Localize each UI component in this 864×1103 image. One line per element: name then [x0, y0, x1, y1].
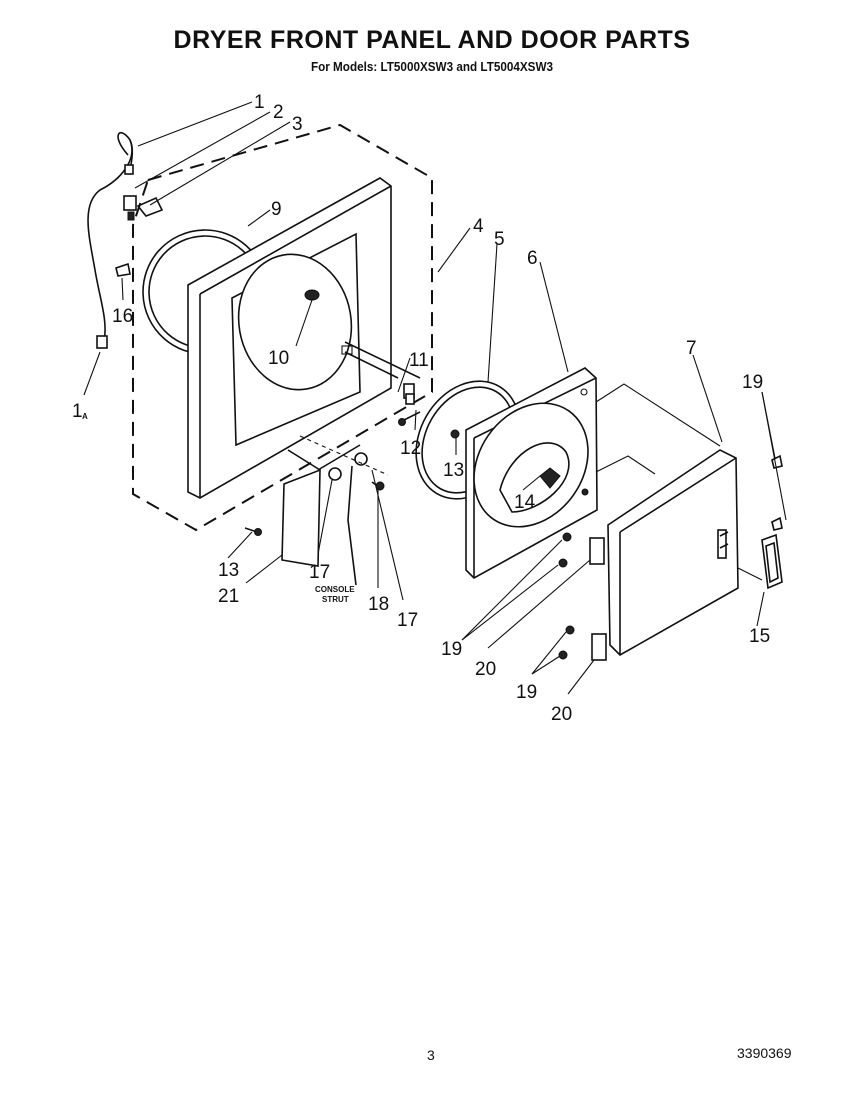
callout-17-right: 17	[397, 610, 418, 631]
callout-20-upper: 20	[475, 659, 496, 680]
callout-15: 15	[749, 626, 770, 647]
callout-18: 18	[368, 594, 389, 615]
leader-lines	[83, 101, 787, 695]
door-hinges	[558, 532, 607, 661]
model-subtitle: For Models: LT5000XSW3 and LT5004XSW3	[310, 59, 554, 74]
wire-clip	[115, 262, 131, 277]
callout-4: 4	[473, 216, 484, 237]
callout-12: 12	[400, 438, 421, 459]
console-label: CONSOLE	[315, 585, 355, 594]
callout-19-upper-hinge: 19	[441, 639, 462, 660]
callout-19-lower-hinge: 19	[516, 682, 537, 703]
callout-20-lower: 20	[551, 704, 572, 725]
callout-19-handle: 19	[742, 372, 763, 393]
callout-9: 9	[271, 199, 282, 220]
callout-2: 2	[273, 102, 284, 123]
callout-14: 14	[514, 492, 536, 513]
callout-labels: 1 2 3 4 5 6 7 9 10 11 12 13 14 15 16 1 A…	[72, 92, 770, 725]
strut-label: STRUT	[322, 595, 349, 604]
callout-7: 7	[686, 338, 697, 359]
front-panel	[187, 177, 392, 499]
callout-6: 6	[527, 248, 538, 269]
callout-1a-suffix: A	[82, 412, 88, 421]
callout-11: 11	[409, 350, 429, 371]
callout-13-door: 13	[443, 460, 464, 481]
cabinet-outline	[132, 123, 433, 532]
callout-16: 16	[112, 306, 133, 327]
door-switch-assembly	[123, 195, 164, 221]
door-screw-13	[450, 429, 460, 439]
outer-door	[595, 383, 739, 656]
callout-1: 1	[254, 92, 265, 113]
callout-3: 3	[292, 114, 303, 135]
callout-21: 21	[218, 586, 239, 607]
page-title: DRYER FRONT PANEL AND DOOR PARTS	[173, 26, 691, 54]
document-number: 3390369	[737, 1045, 792, 1061]
callout-10: 10	[268, 348, 289, 369]
callout-17-left: 17	[309, 562, 330, 583]
callout-13-panel: 13	[218, 560, 239, 581]
callout-1a: 1	[72, 401, 83, 422]
console-strut-parts	[281, 435, 389, 586]
inner-door-panel	[465, 367, 598, 579]
door-handle	[761, 533, 783, 590]
wire-harness	[87, 132, 134, 349]
panel-fasteners	[244, 341, 421, 536]
callout-5: 5	[494, 229, 505, 250]
page-number: 3	[427, 1047, 435, 1063]
